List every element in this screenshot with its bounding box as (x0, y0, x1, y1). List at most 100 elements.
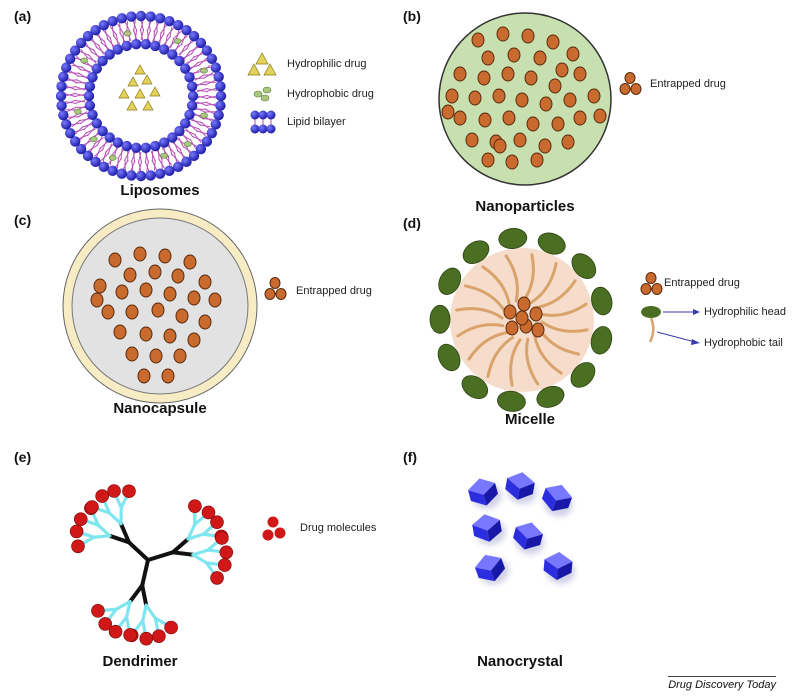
entrapped-drug (524, 70, 538, 86)
entrapped-drug (492, 88, 506, 104)
lipid-head (184, 72, 195, 83)
lipid-tail (75, 79, 87, 85)
entrapped-drug (573, 66, 587, 82)
lipid-tail (191, 118, 202, 127)
hydrophobic-drug-icon (260, 94, 270, 102)
entrapped-drug (183, 254, 197, 270)
cube-left-face (541, 487, 557, 512)
hydrophilic-drug (149, 86, 161, 97)
arrowhead-hydrophobic-tail (691, 339, 700, 345)
lipid-head (184, 109, 195, 120)
lipid-head (181, 24, 192, 36)
hydrophobic-drug (173, 38, 182, 44)
lipid-head (158, 137, 170, 148)
lipid-tail (82, 122, 93, 131)
hydrophobic-tail-legend-icon (648, 317, 655, 343)
lipid-head (87, 109, 98, 120)
entrapped-drug-legend-icon (275, 288, 287, 300)
nanocrystal-cube (468, 478, 502, 509)
lipid-tail (173, 141, 179, 152)
hydrophilic-head (498, 228, 528, 249)
lipid-head (90, 156, 101, 168)
entrapped-drug (505, 154, 519, 170)
entrapped-drug (481, 50, 495, 66)
lipid-tail (106, 37, 115, 48)
hydrophobic-tail (455, 307, 504, 320)
entrapped-drug (441, 104, 455, 120)
dendrimer-outer-branch (186, 532, 205, 541)
lipid-tail (186, 55, 196, 65)
lipid-tail (117, 148, 125, 160)
lipid-tail (183, 50, 191, 61)
lipid-head (104, 132, 115, 143)
drug-molecule (188, 499, 202, 514)
arrow-to-hydrophobic-tail (656, 331, 696, 343)
lipid-tail (130, 151, 136, 163)
hydrophobic-drug (160, 152, 168, 159)
lipid-head (164, 165, 175, 177)
hydrophobic-tail (535, 279, 577, 309)
cube-right-face (517, 482, 535, 500)
lipid-bilayer-head-icon (250, 124, 260, 134)
dendrimer-outer-branch (133, 619, 145, 633)
lipid-tail (178, 137, 185, 148)
lipid-tail (179, 45, 186, 56)
cube-right-face (490, 557, 506, 582)
lipid-tail (132, 151, 136, 163)
hydrophilic-drug (141, 74, 153, 85)
lipid-head (126, 11, 137, 22)
entrapped-drug (548, 78, 562, 94)
legend-lipid-bilayer: Lipid bilayer (287, 116, 346, 128)
hydrophilic-head (591, 286, 613, 316)
lipid-head (206, 127, 218, 139)
entrapped-drug (163, 286, 177, 302)
dendrimer-core-branch (146, 550, 175, 562)
hydrophobic-tail (467, 331, 509, 361)
cube-top-face (507, 472, 535, 489)
hydrophobic-tail (533, 333, 563, 375)
lipid-tail (90, 51, 101, 58)
hydrophobic-drug (123, 30, 132, 37)
legend-drug-molecules: Drug molecules (300, 522, 377, 534)
hydrophobic-drug (80, 57, 88, 64)
entrapped-drug-legend-icon (651, 283, 663, 295)
drug-molecule (91, 604, 105, 618)
entrapped-drug-legend-icon (264, 288, 276, 300)
entrapped-drug (149, 348, 163, 364)
drug-molecule (219, 545, 234, 560)
dendrimer-core-branch (170, 536, 191, 555)
legend-entrapped-drug-d: Entrapped drug (664, 277, 740, 289)
drug-molecule (95, 489, 109, 503)
nanocrystal-cube (543, 552, 576, 584)
cube-right-face (556, 561, 573, 580)
legend-entrapped-drug-c: Entrapped drug (296, 285, 372, 297)
drug-molecule (210, 515, 224, 529)
dendrimer-outer-branch (193, 514, 206, 527)
lipid-tail (189, 61, 200, 70)
lipid-tail (181, 134, 192, 141)
lipid-head (64, 53, 76, 65)
entrapped-drug (173, 348, 187, 364)
hydrophilic-head (437, 343, 461, 372)
nanocrystal-cube (474, 554, 509, 585)
lipid-head (158, 44, 170, 55)
entrapped-drug (93, 278, 107, 294)
lipid-head (164, 15, 175, 27)
hydrophilic-drug (142, 100, 154, 111)
panel-f-label: (f) (403, 449, 417, 465)
entrapped-drug (148, 264, 162, 280)
panel-e-label: (e) (14, 449, 32, 465)
lipid-tail (79, 116, 90, 125)
drug-molecule (73, 512, 88, 526)
lipid-tail (144, 151, 148, 163)
nanocrystal-title: Nanocrystal (477, 653, 563, 670)
lipid-head (116, 168, 128, 179)
entrapped-drug (187, 290, 201, 306)
lipid-head (210, 119, 222, 130)
lipid-tail (93, 137, 104, 145)
drug-molecule (122, 484, 136, 499)
lipid-head (186, 100, 198, 111)
dendrimer-diagram (69, 484, 286, 646)
dendrimer-outer-branch (102, 607, 118, 612)
hydrophobic-drug (90, 136, 98, 143)
